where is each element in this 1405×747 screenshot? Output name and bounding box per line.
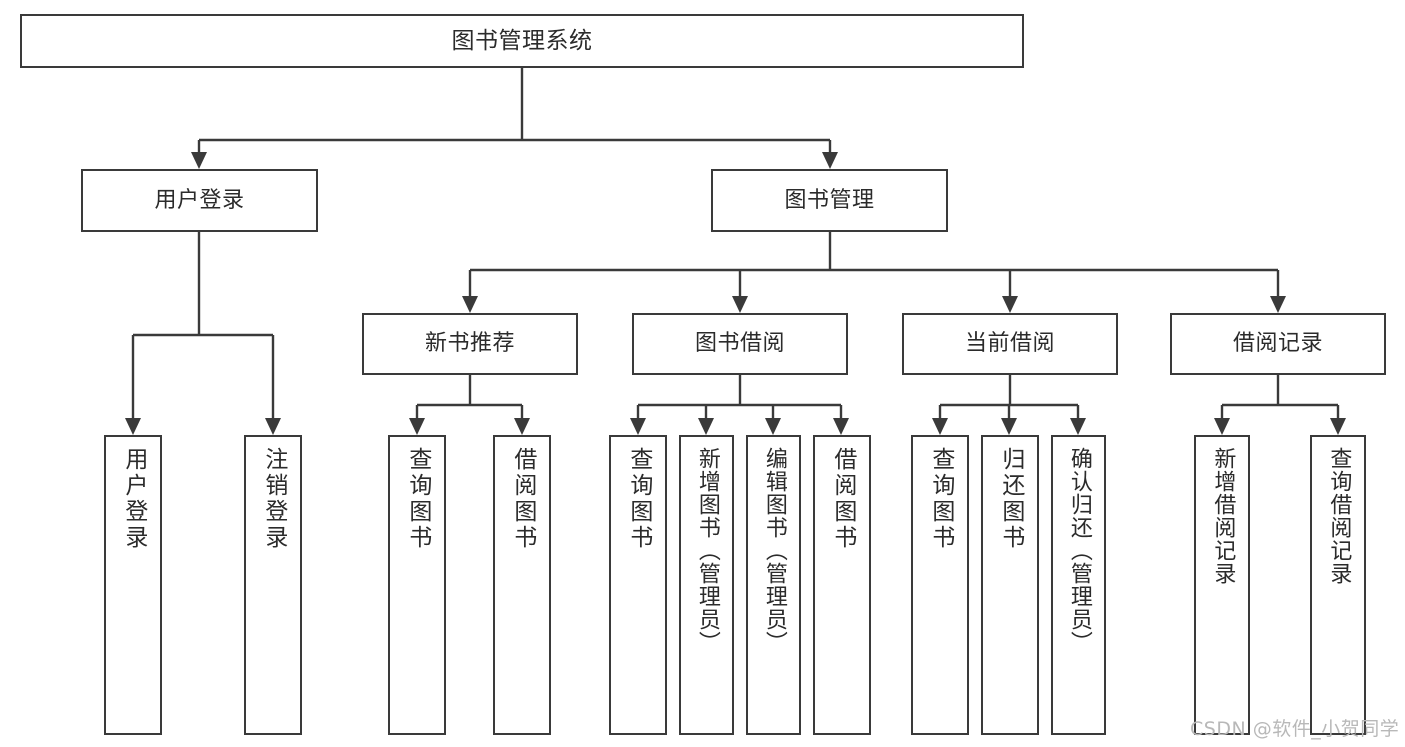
arrow-leaf-borrow-book-1 <box>514 418 530 435</box>
arrow-leaf-confirm-return <box>1070 418 1086 435</box>
node-label: 借阅记录 <box>1232 331 1323 357</box>
arrow-leaf-query-record <box>1330 418 1346 435</box>
node-book-borrowing[interactable]: 图书借阅 <box>632 313 848 375</box>
arrow-current-borrow <box>1002 296 1018 313</box>
node-label: 图书管理系统 <box>451 27 593 54</box>
leaf-user-login[interactable]: 用户登录 <box>104 435 162 735</box>
node-borrowing-record[interactable]: 借阅记录 <box>1170 313 1386 375</box>
leaf-query-book-current[interactable]: 查询图书 <box>911 435 969 735</box>
node-book-management[interactable]: 图书管理 <box>711 169 948 232</box>
node-label: 确认归还（管理员） <box>1066 447 1092 654</box>
node-label: 注销登录 <box>260 447 287 551</box>
node-label: 借阅图书 <box>829 447 856 551</box>
node-user-login[interactable]: 用户登录 <box>81 169 318 232</box>
node-label: 归还图书 <box>997 447 1024 551</box>
leaf-borrow-book-recommend[interactable]: 借阅图书 <box>493 435 551 735</box>
arrow-leaf-add-record <box>1214 418 1230 435</box>
arrow-leaf-add-book <box>698 418 714 435</box>
leaf-borrow-book-borrow[interactable]: 借阅图书 <box>813 435 871 735</box>
node-label: 查询借阅记录 <box>1326 447 1352 585</box>
csdn-watermark: CSDN @软件_小贺同学 <box>1190 718 1400 740</box>
arrow-borrow-record <box>1270 296 1286 313</box>
leaf-add-book-admin[interactable]: 新增图书（管理员） <box>679 435 734 735</box>
node-label: 用户登录 <box>154 187 245 213</box>
node-new-book-recommendation[interactable]: 新书推荐 <box>362 313 578 375</box>
node-label: 查询图书 <box>404 447 431 551</box>
leaf-confirm-return-admin[interactable]: 确认归还（管理员） <box>1051 435 1106 735</box>
arrow-leaf-query-book-1 <box>409 418 425 435</box>
arrow-leaf-user-login <box>125 418 141 435</box>
arrow-new-book-recommend <box>462 296 478 313</box>
node-root-book-management-system[interactable]: 图书管理系统 <box>20 14 1024 68</box>
arrow-leaf-query-book-2 <box>630 418 646 435</box>
node-current-borrowing[interactable]: 当前借阅 <box>902 313 1118 375</box>
leaf-return-book[interactable]: 归还图书 <box>981 435 1039 735</box>
arrow-book-manage <box>822 152 838 169</box>
arrow-user-login <box>191 152 207 169</box>
leaf-query-book-recommend[interactable]: 查询图书 <box>388 435 446 735</box>
arrow-leaf-logout <box>265 418 281 435</box>
node-label: 图书管理 <box>784 187 875 213</box>
arrow-leaf-query-book-3 <box>932 418 948 435</box>
node-label: 查询图书 <box>927 447 954 551</box>
leaf-logout[interactable]: 注销登录 <box>244 435 302 735</box>
node-label: 借阅图书 <box>509 447 536 551</box>
leaf-query-book-borrow[interactable]: 查询图书 <box>609 435 667 735</box>
node-label: 用户登录 <box>120 447 147 551</box>
node-label: 新增图书（管理员） <box>694 447 720 654</box>
arrow-leaf-edit-book <box>765 418 781 435</box>
arrow-book-borrow <box>732 296 748 313</box>
arrow-leaf-borrow-book-2 <box>833 418 849 435</box>
node-label: 新增借阅记录 <box>1210 447 1236 585</box>
node-label: 当前借阅 <box>964 331 1055 357</box>
node-label: 查询图书 <box>625 447 652 551</box>
leaf-add-borrow-record[interactable]: 新增借阅记录 <box>1194 435 1250 735</box>
node-label: 新书推荐 <box>424 331 515 357</box>
leaf-edit-book-admin[interactable]: 编辑图书（管理员） <box>746 435 801 735</box>
arrow-leaf-return-book <box>1001 418 1017 435</box>
node-label: 编辑图书（管理员） <box>761 447 787 654</box>
node-label: 图书借阅 <box>694 331 785 357</box>
leaf-query-borrow-record[interactable]: 查询借阅记录 <box>1310 435 1366 735</box>
